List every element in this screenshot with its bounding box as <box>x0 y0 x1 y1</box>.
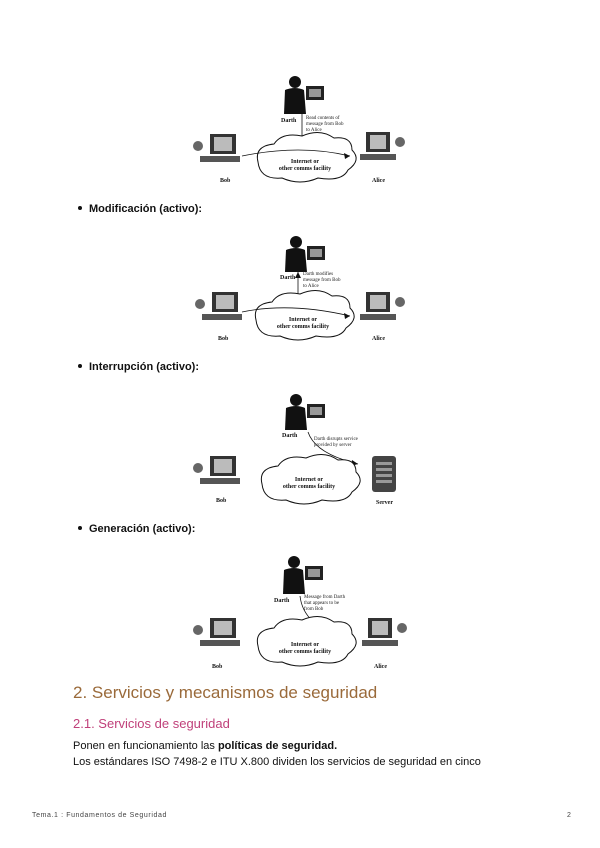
page-number: 2 <box>567 812 571 819</box>
note-line: to Alice <box>306 128 322 133</box>
note-line: to Alice <box>303 284 319 289</box>
note-line: Darth disrupts service <box>314 437 359 442</box>
right-party-label: Alice <box>374 664 387 670</box>
note-line: provided by server <box>314 443 352 448</box>
left-party-label: Bob <box>216 498 227 504</box>
cloud-label: other comms facility <box>279 649 331 655</box>
cloud-label: other comms facility <box>279 166 331 172</box>
alice-computer-icon <box>360 292 405 320</box>
darth-label: Darth <box>282 433 298 439</box>
figure-svg: Darth Darth disrupts service provided by… <box>193 394 396 506</box>
cloud-label: Internet or <box>295 477 323 483</box>
cloud-icon <box>260 454 361 505</box>
bullet-generacion: Generación (activo): <box>78 523 195 535</box>
note-line: message from Bob <box>306 122 344 127</box>
cloud-label: other comms facility <box>283 484 335 490</box>
darth-figure-icon <box>285 394 325 430</box>
paragraph-politicas: Ponen en funcionamiento las políticas de… <box>73 740 337 752</box>
cloud-icon <box>256 132 357 183</box>
paragraph-text: Ponen en funcionamiento las <box>73 740 218 752</box>
figure-interruption: Darth Darth disrupts service provided by… <box>190 390 420 508</box>
paragraph-estandares: Los estándares ISO 7498-2 e ITU X.800 di… <box>73 756 481 768</box>
left-party-label: Bob <box>218 336 229 342</box>
figure-generation: Darth Message from Darth that appears to… <box>190 552 420 672</box>
darth-figure-icon <box>284 76 324 114</box>
right-party-label: Server <box>376 500 393 506</box>
note-line: Read contents of <box>306 116 340 121</box>
left-party-label: Bob <box>220 178 231 184</box>
figure-svg: Darth Darth modifies message from Bob to… <box>195 236 405 342</box>
bob-computer-icon <box>193 618 240 646</box>
footer-title: Tema.1 : Fundamentos de Seguridad <box>32 812 167 819</box>
left-party-label: Bob <box>212 664 223 670</box>
darth-label: Darth <box>280 275 296 281</box>
figure-svg: Darth Message from Darth that appears to… <box>193 556 407 670</box>
note-line: that appears to be <box>304 601 340 606</box>
alice-computer-icon <box>360 132 405 160</box>
darth-label: Darth <box>281 118 297 124</box>
figure-interception: Darth Read contents of message from Bob … <box>190 70 420 188</box>
darth-figure-icon <box>283 556 323 594</box>
bullet-interrupcion: Interrupción (activo): <box>78 361 199 373</box>
figure-svg: Darth Read contents of message from Bob … <box>193 76 405 184</box>
cloud-label: Internet or <box>289 317 317 323</box>
note-line: Message from Darth <box>304 595 346 600</box>
note-line: message from Bob <box>303 278 341 283</box>
bob-computer-icon <box>193 456 240 484</box>
bullet-text: Interrupción (activo): <box>89 361 200 373</box>
cloud-icon <box>256 616 357 667</box>
cloud-label: Internet or <box>291 159 319 165</box>
bullet-text: Modificación (activo): <box>89 203 203 215</box>
server-icon <box>372 456 396 492</box>
bullet-text: Generación (activo): <box>89 523 196 535</box>
cloud-label: other comms facility <box>277 324 329 330</box>
bob-computer-icon <box>193 134 240 162</box>
darth-label: Darth <box>274 598 290 604</box>
cloud-icon <box>254 290 355 341</box>
bob-computer-icon <box>195 292 242 320</box>
darth-figure-icon <box>285 236 325 272</box>
note-line: from Bob <box>304 607 324 612</box>
subsection-heading: 2.1. Servicios de seguridad <box>73 716 230 731</box>
right-party-label: Alice <box>372 336 385 342</box>
cloud-label: Internet or <box>291 642 319 648</box>
note-line: Darth modifies <box>303 272 333 277</box>
right-party-label: Alice <box>372 178 385 184</box>
bullet-modificacion: Modificación (activo): <box>78 203 202 215</box>
figure-modification: Darth Darth modifies message from Bob to… <box>190 232 420 348</box>
section-heading: 2. Servicios y mecanismos de seguridad <box>73 683 378 702</box>
paragraph-bold-text: políticas de seguridad. <box>217 740 338 752</box>
alice-computer-icon <box>362 618 407 646</box>
